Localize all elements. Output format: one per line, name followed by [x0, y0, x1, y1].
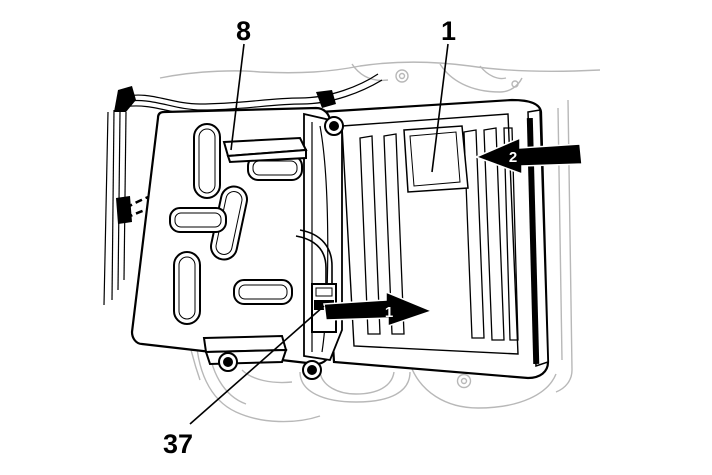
leader-bracket [230, 43, 245, 151]
harness-tape-wraps [114, 86, 336, 224]
callout-bracket: 8 [236, 16, 251, 46]
leader-connector [189, 305, 325, 425]
module-inner-panel [341, 113, 519, 355]
module-label-recess [403, 125, 469, 193]
arrow-step-one: 1 [323, 290, 435, 328]
arrow-step-two-label: 2 [509, 149, 517, 166]
arrow-step-one-label: 1 [385, 304, 393, 321]
callout-module: 1 [441, 16, 456, 46]
bracket-fasteners [218, 116, 344, 380]
mounting-bracket [130, 106, 344, 380]
callout-connector: 37 [163, 429, 193, 459]
module-side-rail [526, 117, 540, 365]
module-ribs [359, 127, 519, 341]
arrow-step-two: 2 [473, 136, 583, 176]
bracket-slots [169, 123, 303, 325]
leader-lines [189, 43, 449, 425]
leader-module [431, 43, 449, 173]
bracket-top-tab [222, 136, 308, 164]
